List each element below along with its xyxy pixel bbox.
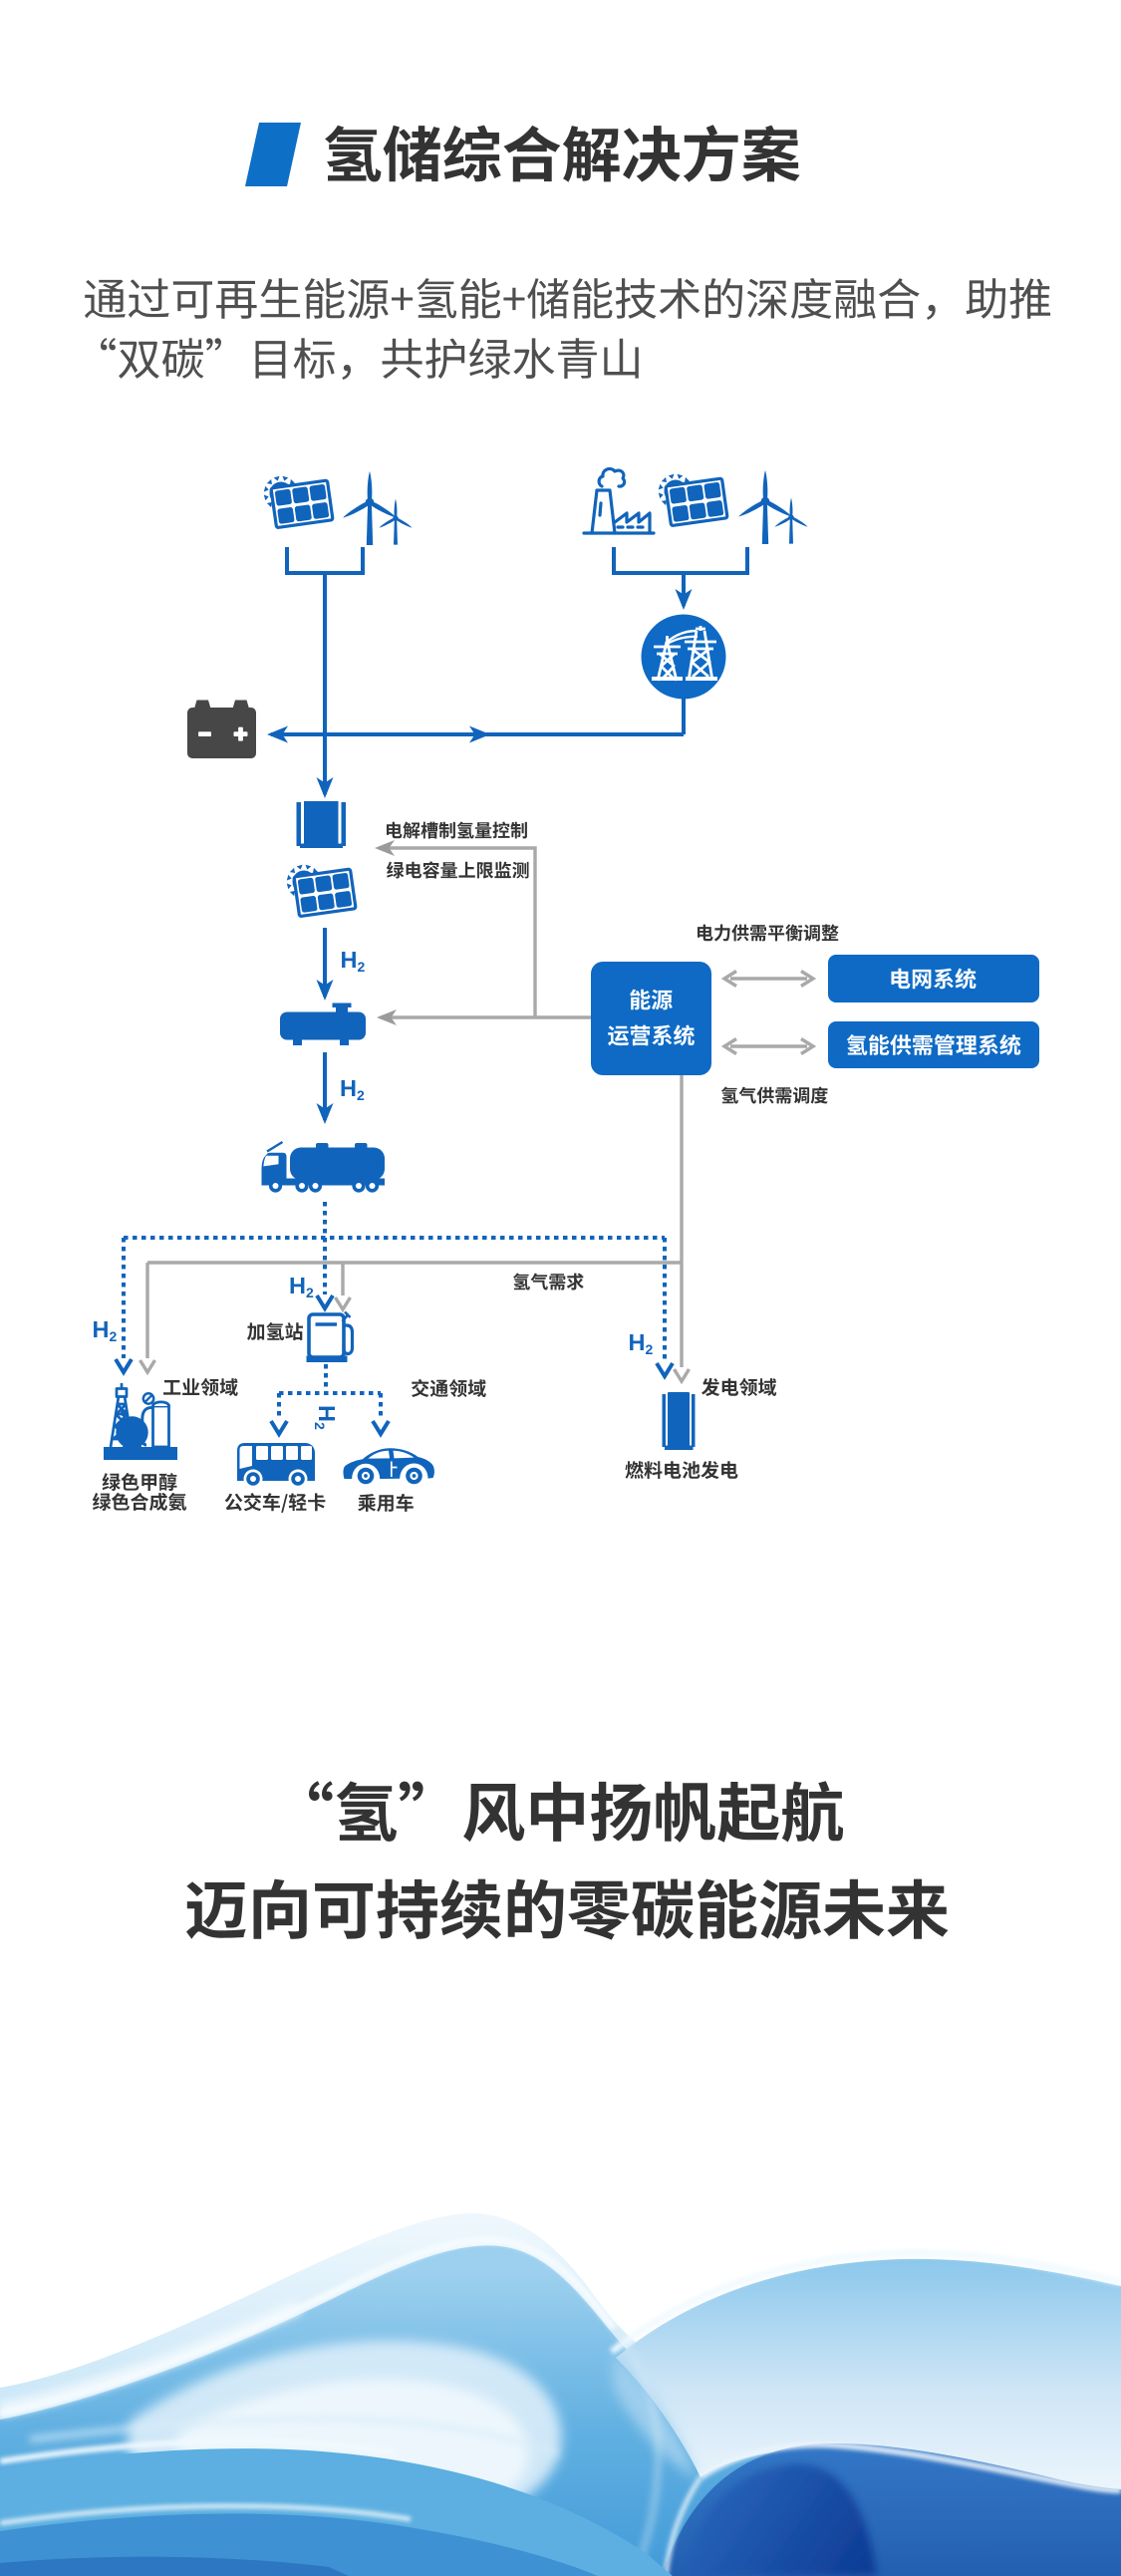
svg-text:H2: H2	[93, 1316, 118, 1344]
svg-text:H2: H2	[312, 1405, 340, 1430]
svg-text:H2: H2	[340, 1075, 365, 1103]
svg-text:H2: H2	[629, 1329, 654, 1357]
svg-text:H2: H2	[289, 1273, 314, 1300]
svg-text:H2: H2	[341, 947, 366, 975]
